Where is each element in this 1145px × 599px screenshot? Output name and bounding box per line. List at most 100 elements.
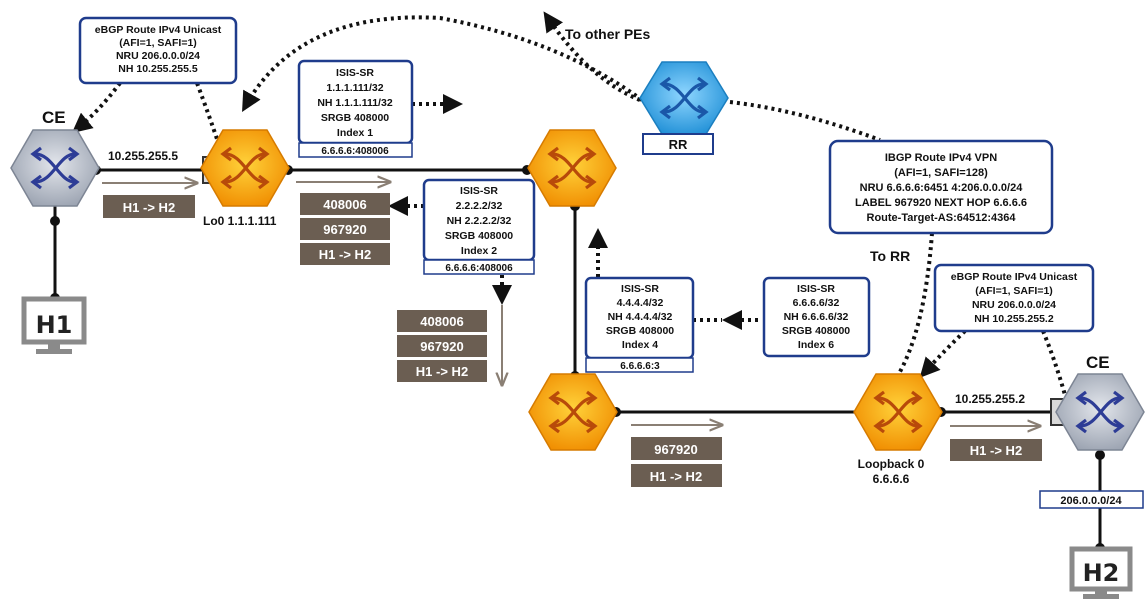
- isis-sr-2-tag: 6.6.6.6:408006: [445, 263, 513, 274]
- loopback0-label: Loopback 0: [858, 457, 925, 471]
- isis-sr-1-tag: 6.6.6.6:408006: [321, 146, 389, 157]
- arrow-to-ce-left: [71, 81, 122, 134]
- packet-stack-2: 408006 967920 H1 -> H2: [300, 193, 390, 265]
- packet-label: 408006: [420, 314, 463, 329]
- callout-line: Route-Target-AS:64512:4364: [867, 212, 1017, 224]
- callout-line: Index 2: [461, 245, 497, 257]
- rr-router[interactable]: [639, 61, 729, 135]
- isis-sr-4-text: ISIS-SR 4.4.4.4/32 NH 4.4.4.4/32 SRGB 40…: [606, 283, 674, 351]
- callout-line: 1.1.1.111/32: [326, 82, 383, 94]
- left-link-ip: 10.255.255.5: [108, 149, 178, 163]
- rr-label: RR: [669, 137, 688, 152]
- isis-sr-1-text: ISIS-SR 1.1.1.111/32 NH 1.1.1.111/32 SRG…: [317, 67, 392, 139]
- ebgp-left-text: eBGP Route IPv4 Unicast (AFI=1, SAFI=1) …: [95, 24, 222, 75]
- isis-sr-1-tag-box: [298, 142, 413, 158]
- lo0-label: Lo0 1.1.1.111: [203, 214, 277, 228]
- router-arrows-icon: [547, 146, 597, 190]
- router-arrows-icon: [659, 76, 709, 120]
- isis-sr-4-tag-box: [585, 357, 694, 373]
- isis-sr-2-tag-box: [423, 259, 535, 275]
- rr-label-box: [642, 133, 714, 155]
- packet-label: 408006: [323, 197, 366, 212]
- isis-sr-6-text: ISIS-SR 6.6.6.6/32 NH 6.6.6.6/32 SRGB 40…: [782, 283, 850, 351]
- traffic-direction-arrows: [102, 182, 1040, 426]
- router-arrows-icon: [30, 146, 80, 190]
- to-rr-label: To RR: [870, 248, 910, 264]
- ce-left-label: CE: [42, 108, 66, 127]
- arrow-rr-to-pe1: [242, 15, 644, 112]
- h1-host[interactable]: H1: [21, 296, 87, 354]
- packet-label: 967920: [323, 222, 366, 237]
- pe1-router[interactable]: [200, 129, 290, 207]
- prefix-h2-label: 206.0.0.0/24: [1060, 495, 1122, 507]
- callout-line: SRGB 408000: [321, 112, 389, 124]
- callout-line: NH 2.2.2.2/32: [447, 215, 512, 227]
- callout-line: ISIS-SR: [621, 283, 659, 295]
- ce-right-label: CE: [1086, 353, 1110, 372]
- p2-router[interactable]: [527, 129, 617, 207]
- packet-label: H1 -> H2: [319, 247, 371, 262]
- packet-label: H1 -> H2: [123, 200, 175, 215]
- callout-line: eBGP Route IPv4 Unicast: [951, 271, 1078, 283]
- to-other-pes-label: To other PEs: [565, 26, 651, 42]
- callout-line: (AFI=1, SAFI=1): [975, 285, 1053, 297]
- monitor-base: [36, 349, 72, 354]
- monitor-base: [1083, 594, 1119, 599]
- callout-line: (AFI=1, SAFI=128): [894, 167, 988, 179]
- callout-line: Index 4: [622, 339, 658, 351]
- ce-right-router[interactable]: [1055, 373, 1145, 451]
- router-arrows-icon: [220, 146, 270, 190]
- arrow-ebgp-right-to-pe6: [919, 329, 967, 378]
- packet-stack-4: 967920 H1 -> H2: [631, 437, 722, 487]
- packet-stack-1: H1 -> H2: [103, 195, 195, 218]
- packet-label: 967920: [420, 339, 463, 354]
- callout-line: NRU 206.0.0.0/24: [972, 299, 1056, 311]
- isis-sr-2-text: ISIS-SR 2.2.2.2/32 NH 2.2.2.2/32 SRGB 40…: [445, 185, 513, 257]
- callout-line: NH 4.4.4.4/32: [608, 311, 673, 323]
- packet-label: H1 -> H2: [416, 364, 468, 379]
- h2-label: H2: [1083, 559, 1120, 587]
- callout-line: SRGB 408000: [782, 325, 850, 337]
- callout-line: (AFI=1, SAFI=1): [119, 37, 197, 49]
- isis-sr-6-box: [762, 276, 871, 358]
- callout-line: ISIS-SR: [797, 283, 835, 295]
- router-arrows-icon: [873, 390, 923, 434]
- callout-line: NH 10.255.255.2: [974, 313, 1054, 325]
- arrow-to-other-pes: [543, 11, 641, 102]
- h1-label: H1: [36, 311, 73, 339]
- ebgp-right-box: [933, 263, 1095, 333]
- pe6-router[interactable]: [853, 373, 943, 451]
- prefix-h2-box: [1039, 490, 1144, 509]
- packet-stack-5: H1 -> H2: [950, 439, 1042, 461]
- router-arrows-icon: [1075, 390, 1125, 434]
- ibgp-box: [828, 139, 1054, 235]
- router-arrows-icon: [548, 390, 598, 434]
- packet-label: 967920: [654, 442, 697, 457]
- callout-line: SRGB 408000: [606, 325, 674, 337]
- monitor-screen: [21, 296, 87, 345]
- callout-line: Index 1: [337, 127, 373, 139]
- ebgp-left-box: [78, 16, 238, 85]
- callout-line: NRU 6.6.6.6:6451 4:206.0.0.0/24: [860, 182, 1024, 194]
- ibgp-text: IBGP Route IPv4 VPN (AFI=1, SAFI=128) NR…: [855, 152, 1027, 224]
- callout-line: 2.2.2.2/32: [456, 200, 503, 212]
- callout-line: Index 6: [798, 339, 834, 351]
- callout-line: ISIS-SR: [460, 185, 498, 197]
- monitor-stand: [1095, 589, 1107, 595]
- packet-label: H1 -> H2: [650, 469, 702, 484]
- arrow-ebgp-left-from-pe: [195, 82, 220, 143]
- loopback0-ip: 6.6.6.6: [873, 472, 910, 486]
- right-link-ip: 10.255.255.2: [955, 392, 1025, 406]
- ebgp-right-text: eBGP Route IPv4 Unicast (AFI=1, SAFI=1) …: [951, 271, 1078, 325]
- callout-line: IBGP Route IPv4 VPN: [885, 152, 997, 164]
- monitor-screen: [1069, 546, 1133, 592]
- packet-stack-3: 408006 967920 H1 -> H2: [397, 310, 487, 382]
- callout-line: eBGP Route IPv4 Unicast: [95, 24, 222, 36]
- p4-router[interactable]: [528, 373, 618, 451]
- callout-line: NRU 206.0.0.0/24: [116, 50, 200, 62]
- ce-left-router[interactable]: [10, 129, 100, 207]
- signaling-arrows: [71, 11, 1067, 396]
- isis-sr-4-tag: 6.6.6.6:3: [620, 361, 660, 372]
- h2-host[interactable]: H2: [1069, 546, 1133, 599]
